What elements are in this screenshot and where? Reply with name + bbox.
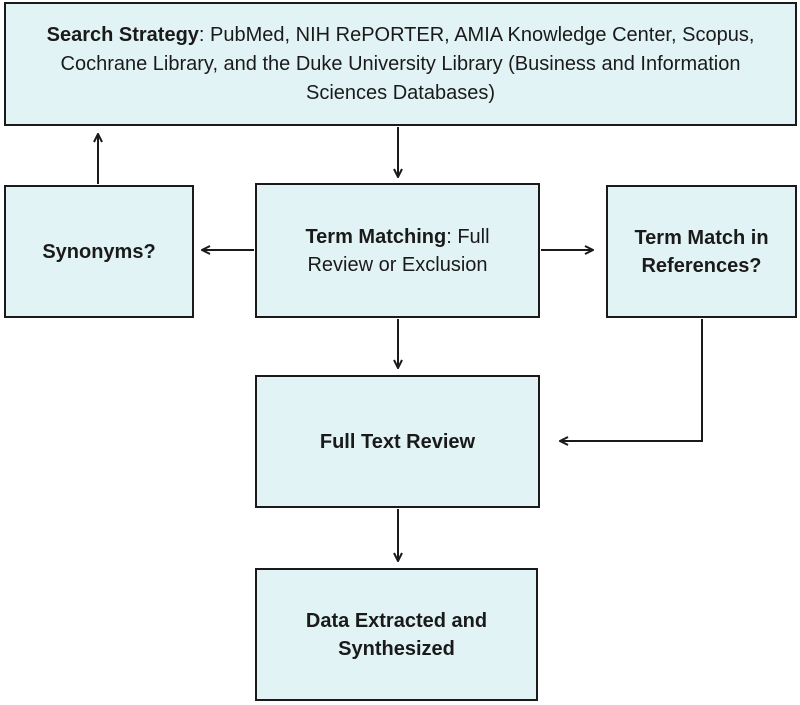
full-text-review-box: Full Text Review — [255, 375, 540, 508]
term-match-references-label: Term Match in References? — [634, 226, 769, 277]
arrow-references-to-full-text — [560, 319, 703, 441]
search-strategy-content: Search Strategy: PubMed, NIH RePORTER, A… — [20, 21, 781, 108]
term-match-references-box: Term Match in References? — [606, 185, 797, 318]
term-matching-label: Term Matching — [305, 225, 447, 248]
term-matching-content: Term Matching: Full Review or Exclusion — [277, 223, 518, 279]
synonyms-box: Synonyms? — [4, 185, 194, 318]
data-extracted-label: Data Extracted and Synthesized — [305, 609, 488, 660]
term-matching-box: Term Matching: Full Review or Exclusion — [255, 183, 540, 318]
search-strategy-label: Search Strategy — [46, 23, 199, 46]
term-matching-text: : Full Review or Exclusion — [307, 225, 490, 276]
synonyms-label: Synonyms? — [42, 240, 156, 263]
full-text-review-label: Full Text Review — [319, 430, 476, 453]
search-strategy-box: Search Strategy: PubMed, NIH RePORTER, A… — [4, 2, 797, 126]
data-extracted-box: Data Extracted and Synthesized — [255, 568, 538, 701]
search-strategy-text: : PubMed, NIH RePORTER, AMIA Knowledge C… — [60, 23, 755, 104]
